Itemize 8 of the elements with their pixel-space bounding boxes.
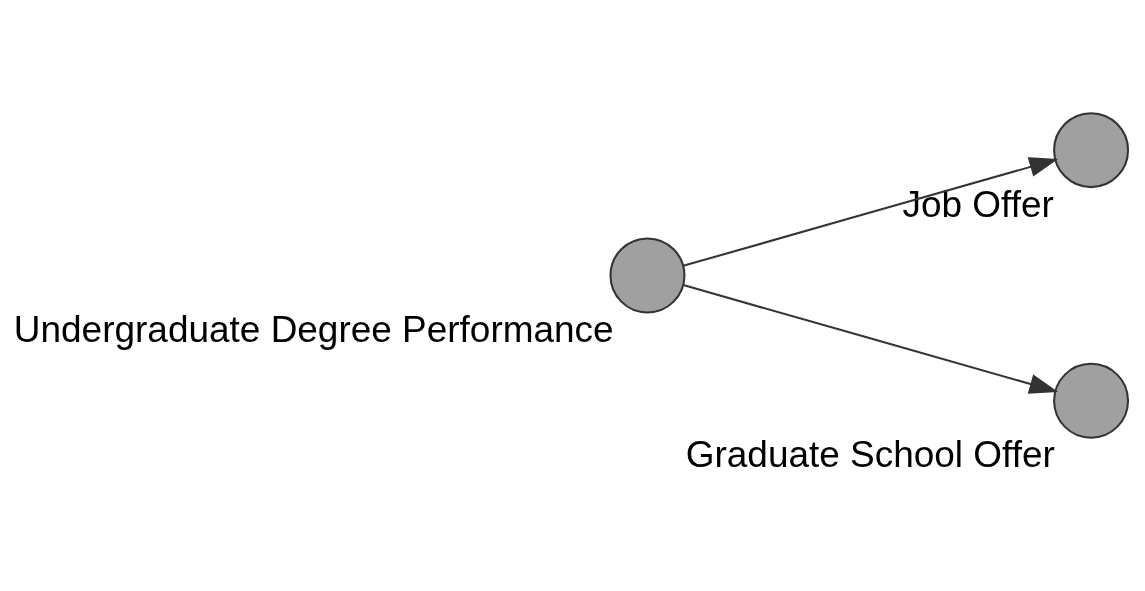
node-label: Job Offer xyxy=(902,183,1054,225)
node-circle xyxy=(1053,111,1130,188)
node-label: Undergraduate Degree Performance xyxy=(13,308,614,350)
node-circle xyxy=(609,236,686,313)
node-circle xyxy=(1053,362,1130,439)
node-label: Graduate School Offer xyxy=(685,433,1055,475)
arrow xyxy=(683,283,1059,394)
arrow xyxy=(683,156,1059,267)
